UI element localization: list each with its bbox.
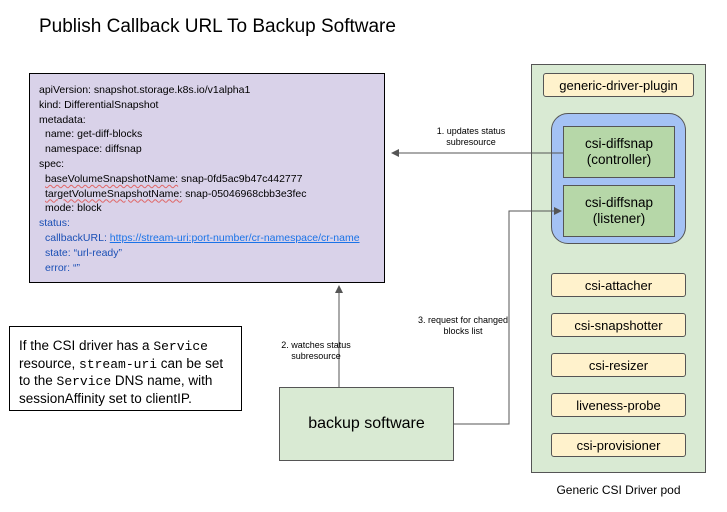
note-code-stream-uri: stream-uri: [79, 356, 158, 372]
note-line-1: If the CSI driver has a Service: [19, 338, 233, 356]
yaml-line-base-snapshot: baseVolumeSnapshotName: snap-0fd5ac9b47c…: [39, 172, 384, 187]
note-text-2: resource,: [19, 355, 80, 371]
yaml-line-target-snapshot: targetVolumeSnapshotName: snap-05046968c…: [39, 187, 384, 202]
yaml-line-namespace: namespace: diffsnap: [45, 143, 142, 156]
csi-diffsnap-controller: csi-diffsnap (controller): [563, 126, 675, 178]
yaml-key-target-snapshot: targetVolumeSnapshotName:: [45, 187, 183, 200]
controller-role: (controller): [586, 152, 652, 167]
yaml-key-base-snapshot: baseVolumeSnapshotName:: [45, 172, 179, 185]
csi-snapshotter: csi-snapshotter: [551, 313, 686, 337]
yaml-line-spec: spec:: [39, 157, 65, 170]
note-text-1: If the CSI driver has a: [19, 338, 154, 353]
edge-label-3-line-1: 3. request for changed: [417, 315, 509, 325]
note-text-3: can be set: [157, 355, 224, 371]
pod-label: Generic CSI Driver pod: [556, 483, 681, 497]
yaml-value-target-snapshot: snap-05046968cbb3e3fec: [182, 187, 307, 200]
edge-label-3-line-2: blocks list: [443, 326, 483, 336]
note-text-4: to the: [19, 373, 57, 388]
csi-provisioner: csi-provisioner: [551, 433, 686, 457]
note-text-5: DNS name, with: [111, 373, 213, 388]
yaml-line-state: state: “url-ready”: [45, 246, 123, 259]
backup-software-label: backup software: [308, 415, 425, 432]
diagram-title: Publish Callback URL To Backup Software: [39, 16, 396, 37]
controller-name: csi-diffsnap: [584, 136, 654, 151]
yaml-line-apiversion: apiVersion: snapshot.storage.k8s.io/v1al…: [39, 84, 251, 96]
edge-label-request-blocks: 3. request for changed blocks list: [412, 315, 514, 337]
note-line-2: resource, stream-uri can be set: [19, 356, 233, 374]
note-code-service-2: Service: [56, 374, 112, 389]
yaml-key-callback: callbackURL:: [45, 231, 110, 244]
backup-software-box: backup software: [279, 387, 454, 461]
csi-attacher: csi-attacher: [551, 273, 686, 297]
yaml-line-mode: mode: block: [45, 202, 102, 215]
listener-name: csi-diffsnap: [584, 195, 654, 210]
listener-role: (listener): [592, 211, 646, 226]
yaml-line-name: name: get-diff-blocks: [45, 128, 143, 141]
yaml-line-metadata: metadata:: [39, 113, 86, 126]
edge-label-updates-status: 1. updates status subresource: [430, 126, 512, 148]
note-code-service-1: Service: [153, 339, 208, 354]
yaml-line-callback: callbackURL: https://stream-uri:port-num…: [39, 231, 384, 246]
edge-label-2-line-1: 2. watches status: [281, 340, 351, 350]
edge-label-1-line-1: 1. updates status: [436, 126, 506, 136]
differential-snapshot-yaml: apiVersion: snapshot.storage.k8s.io/v1al…: [29, 73, 385, 283]
yaml-line-kind: kind: DifferentialSnapshot: [39, 98, 159, 111]
callback-url-link[interactable]: https://stream-uri:port-number/cr-namesp…: [109, 231, 360, 244]
edge-label-2-line-2: subresource: [291, 351, 341, 361]
csi-diffsnap-listener: csi-diffsnap (listener): [563, 185, 675, 237]
generic-driver-plugin: generic-driver-plugin: [543, 73, 694, 97]
edge-backup-to-listener: [454, 207, 562, 425]
note-line-3: to the Service DNS name, with: [19, 373, 233, 391]
yaml-line-status: status:: [39, 217, 70, 230]
edge-label-1-line-2: subresource: [446, 137, 496, 147]
csi-resizer: csi-resizer: [551, 353, 686, 377]
note-line-4: sessionAffinity set to clientIP.: [19, 390, 192, 406]
yaml-line-error: error: “”: [45, 261, 80, 274]
yaml-value-base-snapshot: snap-0fd5ac9b47c442777: [178, 172, 303, 185]
edge-label-watches-status: 2. watches status subresource: [276, 340, 356, 362]
liveness-probe: liveness-probe: [551, 393, 686, 417]
service-note: If the CSI driver has a Service resource…: [9, 326, 242, 411]
